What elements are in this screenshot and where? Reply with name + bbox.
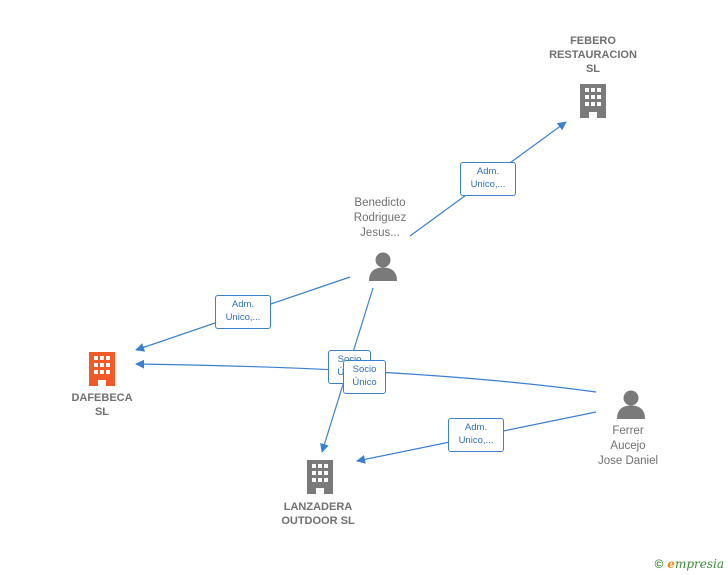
node-label-dafebeca[interactable]: DAFEBECA SL [52,391,152,419]
dafebeca-name-line-2: SL [94,406,110,418]
febero-name-line-2: RESTAURACION [549,49,637,61]
edge-label-line-1: Adm. [464,422,488,433]
benedicto-name-line-1: Benedicto [354,197,406,209]
empresia-brand: ©empresia [654,557,724,571]
edge-label-ferrer-lanzadera[interactable]: Adm. Unico,... [448,418,504,452]
lanzadera-building-icon[interactable] [307,460,333,494]
dafebeca-building-icon[interactable] [89,352,115,386]
edge-ferrer-dafebeca [135,359,597,393]
lanzadera-name-line-2: OUTDOOR SL [281,515,355,527]
febero-name-line-3: SL [585,63,601,75]
febero-name-line-1: FEBERO [570,35,616,47]
edge-label-benedicto-dafebeca[interactable]: Adm. Unico,... [215,295,271,329]
edge-label-ferrer-dafebeca[interactable]: Socio Único [343,360,386,394]
edge-label-line-1: Socio [352,364,377,375]
benedicto-person-icon[interactable] [369,252,397,282]
edge-label-benedicto-febero[interactable]: Adm. Unico,... [460,162,516,196]
dafebeca-name-line-1: DAFEBECA [71,392,133,404]
benedicto-name-line-3: Jesus... [360,227,400,239]
ferrer-name-line-2: Aucejo [610,440,646,452]
edge-label-line-2: Unico,... [458,435,494,446]
ferrer-name-line-1: Ferrer [612,425,644,437]
node-label-ferrer[interactable]: Ferrer Aucejo Jose Daniel [578,424,678,469]
node-label-benedicto[interactable]: Benedicto Rodriguez Jesus... [330,196,430,241]
edge-label-line-2: Unico,... [470,179,506,190]
ferrer-person-icon[interactable] [617,390,645,420]
node-label-lanzadera[interactable]: LANZADERA OUTDOOR SL [262,500,374,528]
benedicto-name-line-2: Rodriguez [353,212,407,224]
edge-label-line-2: Unico,... [225,312,261,323]
edge-label-line-1: Socio [332,353,367,366]
brand-logo-e: e [667,557,675,571]
edge-label-line-1: Adm. [231,299,255,310]
node-label-febero[interactable]: FEBERO RESTAURACION SL [531,34,655,76]
ferrer-name-line-3: Jose Daniel [597,455,659,467]
febero-building-icon[interactable] [580,84,606,118]
lanzadera-name-line-1: LANZADERA [283,501,353,513]
copyright-icon: © [654,557,664,571]
edge-label-line-2: Único [352,377,377,388]
brand-logo-text: mpresia [674,557,724,571]
edge-label-line-1: Adm. [476,166,500,177]
